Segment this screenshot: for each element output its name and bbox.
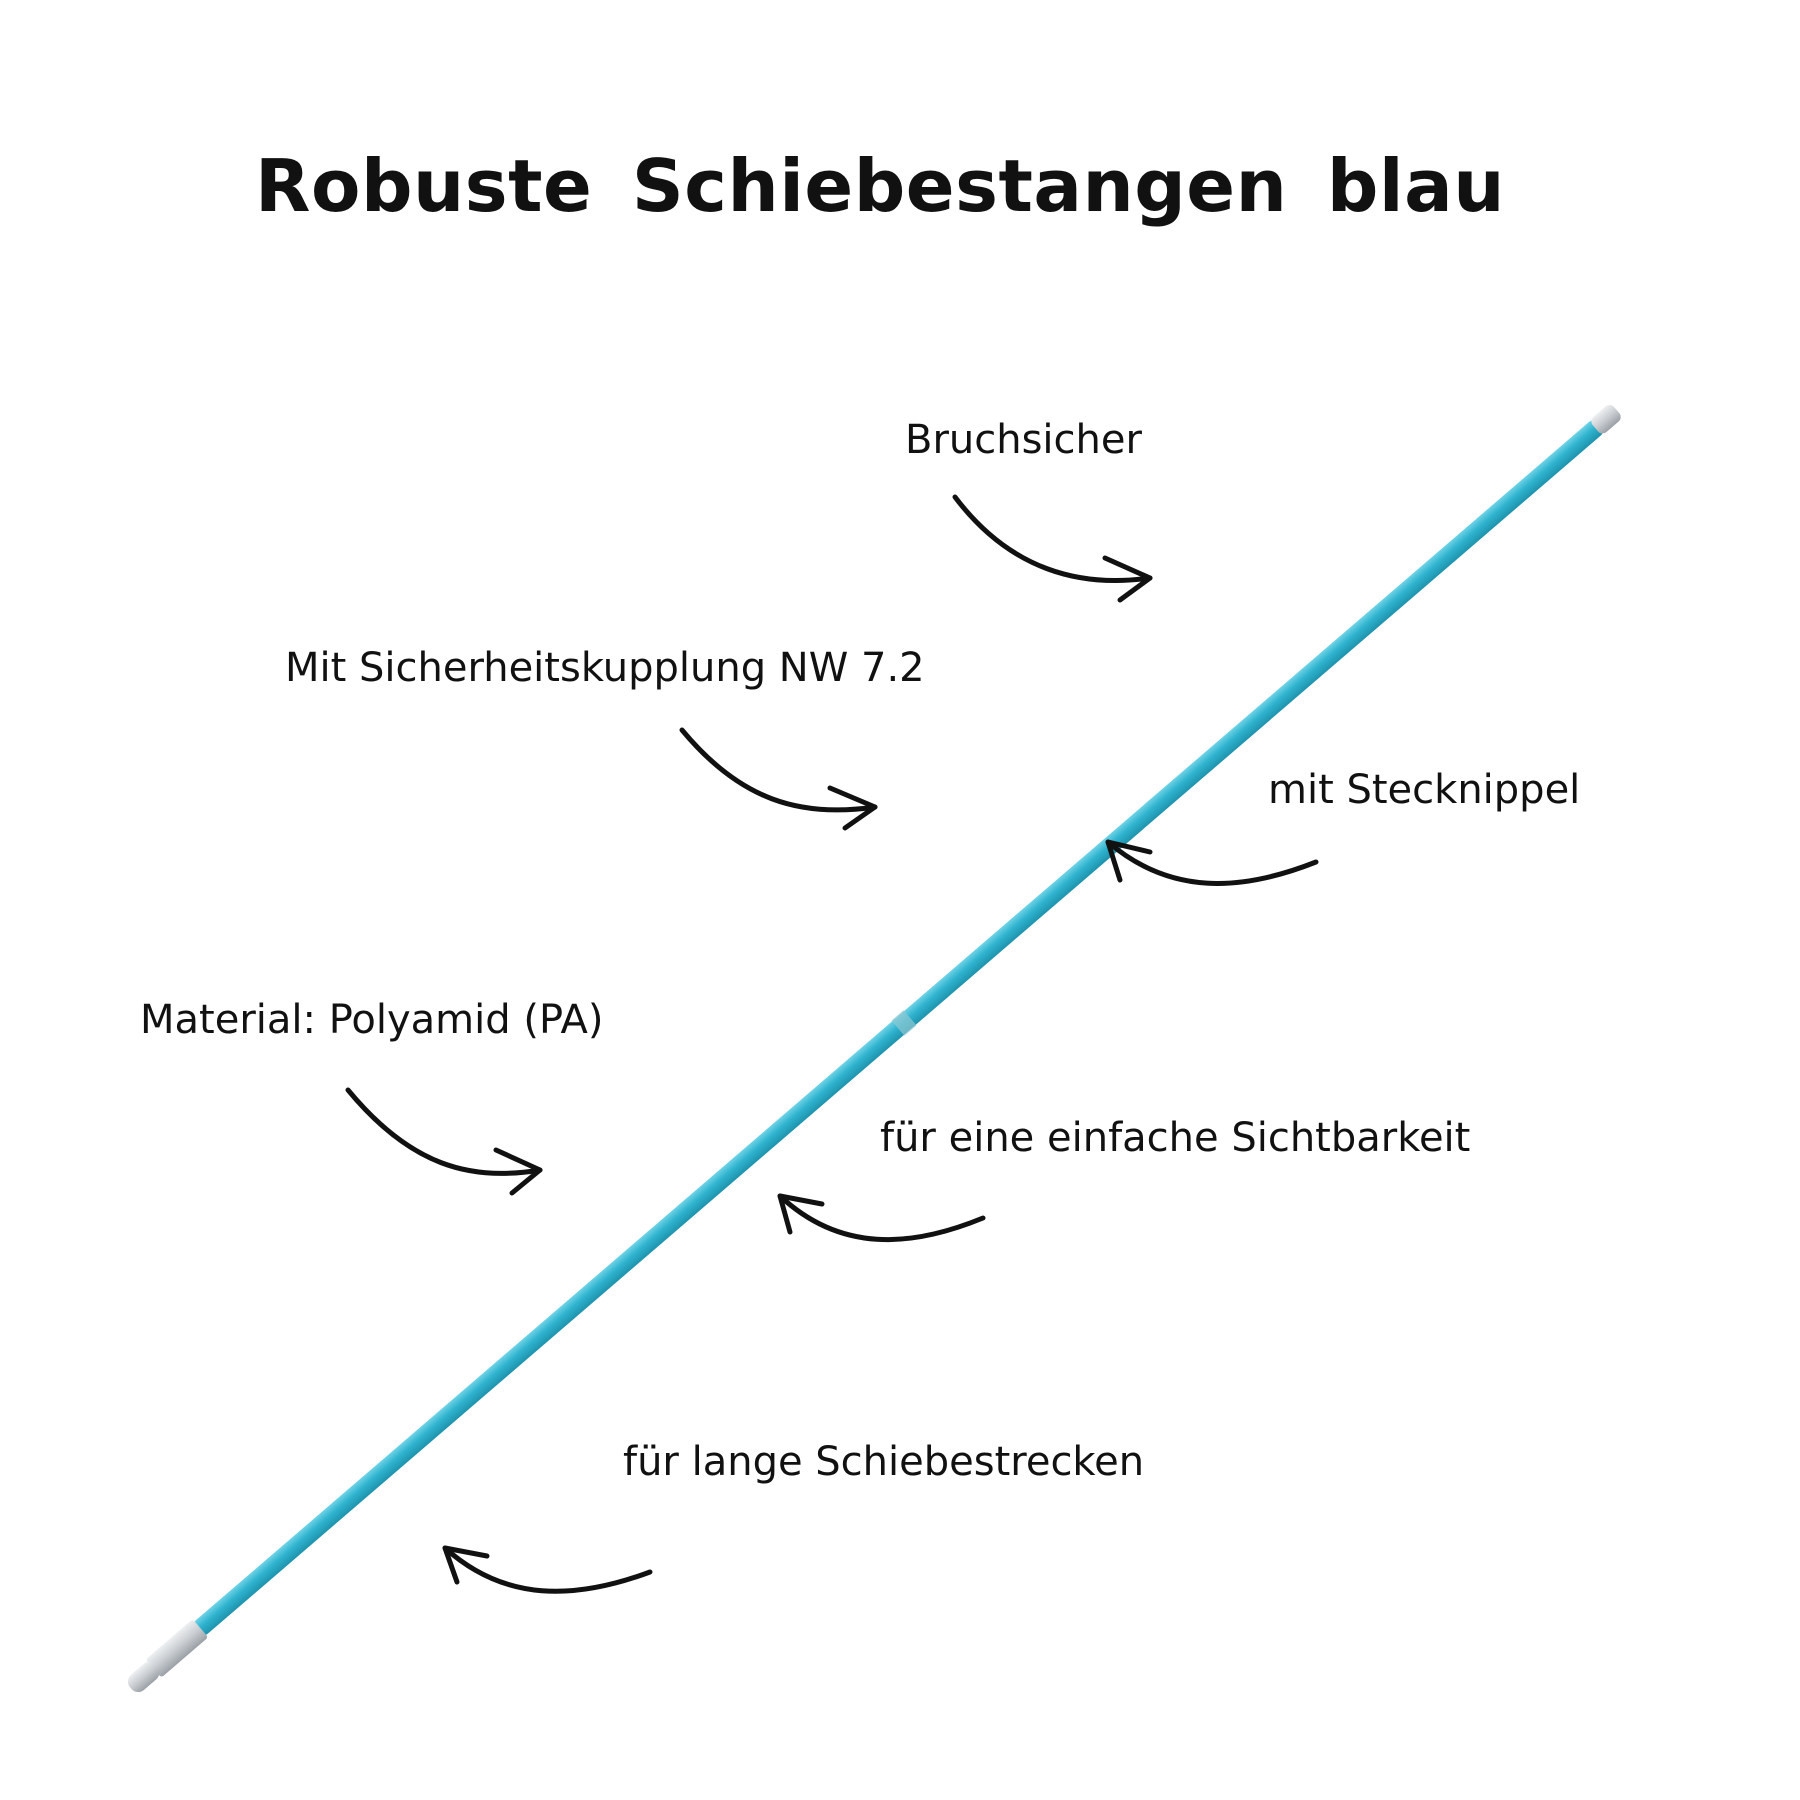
blue-rod-icon	[127, 404, 1621, 1693]
curved-arrow-icon	[345, 1087, 543, 1196]
feature-label-coupling: Mit Sicherheitskupplung NW 7.2	[285, 645, 925, 691]
feature-label-long-routes: für lange Schiebestrecken	[623, 1439, 1145, 1485]
feature-label-visibility: für eine einfache Sichtbarkeit	[880, 1115, 1471, 1161]
feature-label-material: Material: Polyamid (PA)	[140, 997, 604, 1043]
curved-arrow-icon	[777, 1193, 986, 1243]
curved-arrow-icon	[442, 1545, 653, 1594]
curved-arrow-icon	[679, 727, 878, 831]
curved-arrow-icon	[1105, 839, 1319, 886]
curved-arrow-icon	[952, 494, 1153, 603]
page-title: Robuste Schiebestangen blau	[255, 144, 1505, 228]
feature-label-nipple: mit Stecknippel	[1268, 767, 1581, 813]
feature-label-unbreakable: Bruchsicher	[905, 417, 1142, 463]
